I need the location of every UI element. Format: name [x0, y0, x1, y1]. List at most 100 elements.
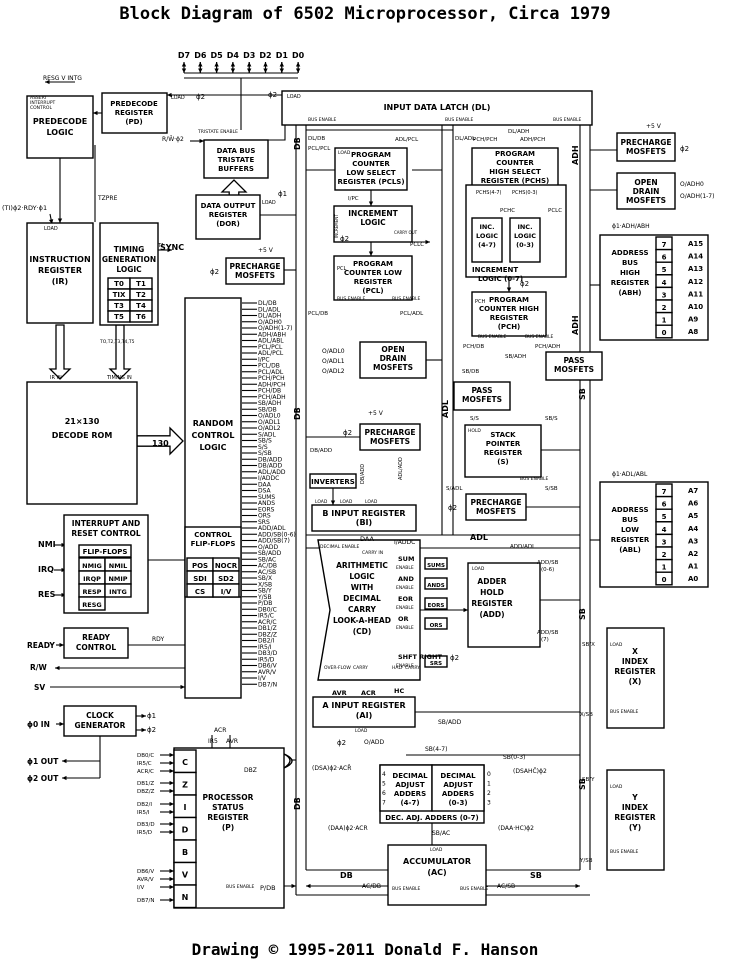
alu-label: LOGIC — [349, 572, 375, 581]
control-signal-label: Y/SB — [257, 594, 272, 601]
predecode-register-label: REGISTER — [115, 109, 154, 117]
carry-label: CARRY — [353, 665, 368, 671]
address-bus-low-label: REGISTER — [611, 536, 650, 544]
daa-phi2-acr-label: (DAA)ϕ2·ACR — [328, 825, 368, 832]
status-input-label: IR5/C — [137, 761, 152, 767]
precharge-mosfets-2-label: PRECHARGE — [364, 428, 415, 437]
arrowhead — [169, 788, 174, 794]
sb-bus-label: SB — [578, 778, 587, 790]
phi1-adh-abh-label: ϕ1·ADH/ABH — [612, 223, 650, 230]
enable-label: ENABLE — [396, 565, 414, 571]
control-signal-label: O/ADL0 — [258, 413, 281, 420]
abh-bit-label: 1 — [662, 317, 667, 325]
input-data-latch — [281, 90, 593, 126]
sync-t1: T1 — [157, 243, 164, 249]
control-flip-flops-label: CONTROL — [194, 531, 232, 539]
predecode-logic-label: LOGIC — [46, 128, 73, 137]
control-signal-label: ADD/SB(0-6) — [258, 531, 296, 538]
bus-enable-label: BUS ENABLE — [392, 886, 421, 892]
decimal-adjust-03-label: DECIMAL — [440, 772, 476, 780]
decimal-adjust-03-label: ADDERS — [442, 790, 474, 798]
control-signal-label: ACR/C — [258, 619, 277, 626]
interrupt-ff-cell-label: IRQP — [83, 575, 101, 583]
y-index-label: INDEX — [622, 803, 648, 812]
status-input-label: DB1/Z — [137, 781, 154, 787]
db-bus-label: DB — [340, 871, 353, 880]
sb-x-label: SB/X — [582, 642, 595, 648]
control-ff-cell-label: CS — [195, 588, 205, 596]
adder-hold-label: REGISTER — [471, 599, 512, 608]
load-label: LOAD — [171, 95, 185, 101]
sb-ac-label: SB/AC — [432, 830, 450, 837]
pclc-label: PCLC — [548, 208, 562, 214]
hold-label: HOLD — [468, 428, 481, 434]
arrowhead — [169, 829, 174, 835]
i-addc-label: I/ADDC — [394, 539, 415, 546]
abl-output-label: A7 — [688, 487, 698, 495]
pc-high-label: REGISTER — [490, 314, 529, 322]
address-bus-low-label: (ABL) — [619, 546, 641, 554]
data-pin-label: D0 — [292, 51, 305, 60]
arrowhead — [62, 775, 67, 781]
add-sb-7: (7) — [541, 637, 549, 643]
alu-op-box — [424, 617, 448, 630]
inc-logic-03-label: INC. — [517, 223, 532, 231]
s-sb-label: S/SB — [545, 486, 558, 492]
load-label: LOAD — [355, 728, 368, 734]
overflow-label: OVER-FLOW — [324, 665, 351, 671]
bus-enable-label: BUS ENABLE — [478, 334, 507, 340]
clock-generator — [63, 705, 137, 737]
adder-hold-register — [467, 562, 541, 648]
timing-cell-label: T3 — [114, 302, 124, 310]
control-signal-label: SB/ADD — [258, 550, 282, 557]
ff-header-label: FLIP-FLOPS — [83, 548, 128, 556]
precharge-mosfets-top-label: PRECHARGE — [620, 138, 671, 147]
bit-num-label: 2 — [487, 790, 491, 797]
alu-op-signal: SRS — [430, 661, 442, 667]
alu-op-box — [424, 597, 448, 610]
pc-high-label: COUNTER HIGH — [479, 305, 539, 313]
res-label: RES — [38, 590, 56, 599]
arrowhead — [368, 201, 374, 206]
acr-label: ACR — [214, 727, 226, 734]
db-bus-label: DB — [293, 407, 302, 420]
status-flag-label: D — [182, 826, 189, 835]
abl-output-label: A4 — [688, 525, 698, 533]
arrowhead — [45, 79, 50, 85]
status-flag-label: B — [182, 848, 188, 857]
control-signal-label: SRS — [258, 519, 270, 526]
data-pin-label: D2 — [259, 51, 271, 60]
control-ff-cell-label: I/V — [221, 588, 232, 596]
ready-control-label: CONTROL — [76, 643, 116, 652]
alu-op-label: SHFT RIGHT — [398, 653, 442, 661]
arrowhead — [169, 780, 174, 786]
decimal-adjust-47-label: DECIMAL — [392, 772, 428, 780]
increment-logic — [333, 205, 413, 243]
stack-pointer-register — [464, 424, 542, 478]
pass-mosfets-right — [545, 351, 603, 381]
phi2-label: ϕ2 — [448, 504, 457, 512]
acr-label: ACR — [361, 689, 376, 697]
load-label: LOAD — [262, 200, 276, 206]
arrowhead — [93, 110, 98, 116]
alu-op-signal: ORS — [430, 623, 443, 629]
control-signal-label: DB3/D — [258, 650, 278, 657]
phi2-label: ϕ2 — [337, 739, 346, 747]
pcl-small: PCL — [337, 266, 347, 272]
control-signal-label: ANDS — [258, 500, 275, 507]
y-sb-label: Y/SB — [579, 858, 593, 864]
dbz-label: DBZ — [244, 767, 257, 774]
tlines-label: TO,T2,T3,T4,T5 — [99, 339, 135, 345]
carry-out-label: CARRY OUT — [394, 230, 418, 235]
arrowhead — [169, 801, 174, 807]
interrupt-ff-cell-label: NMIL — [109, 562, 127, 570]
carry-in-label: CARRY IN — [362, 550, 383, 556]
abl-output-label: A1 — [688, 563, 698, 571]
arrowhead — [169, 809, 174, 815]
control-signal-label: DL/ADH — [258, 313, 281, 320]
control-signal-label: AC/DB — [258, 563, 277, 570]
x-index-label: REGISTER — [614, 667, 655, 676]
control-signal-label: IR5/D — [258, 656, 275, 663]
daa-label: DAA — [360, 535, 375, 543]
